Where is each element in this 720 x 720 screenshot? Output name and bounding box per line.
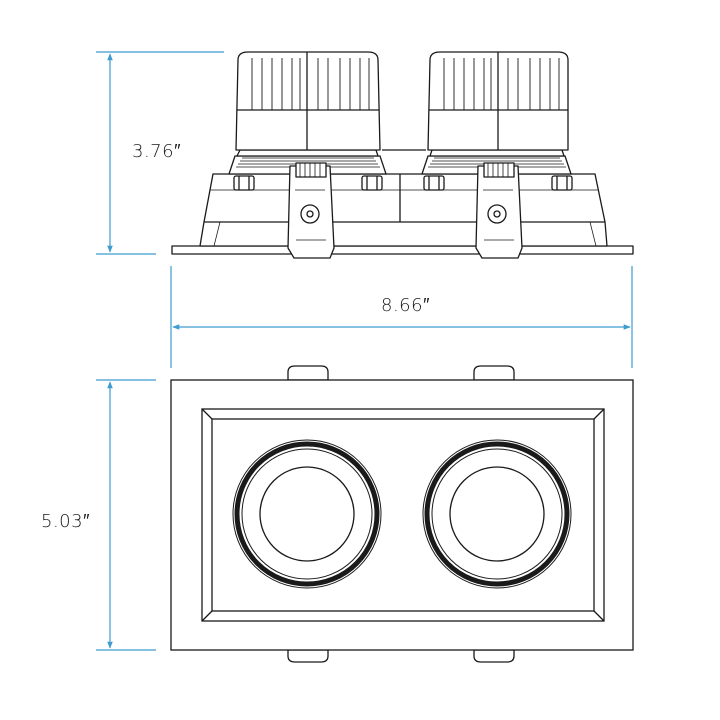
height-dimension-label: 3.76″ [132,141,181,162]
right-spring-clip [475,162,523,259]
top-tab-right [473,365,515,381]
side-elevation-view [171,51,634,259]
right-lens [422,439,572,589]
inner-bevel-outer [201,408,605,622]
width-dimension-label: 8.66″ [381,295,430,316]
bottom-tab-right [473,649,515,663]
left-lens [232,439,382,589]
housing-body [199,173,608,247]
front-face-view [170,365,634,663]
bottom-tab-left [287,649,329,663]
left-spring-clip [287,162,335,259]
inner-bevel-inner [211,418,595,612]
left-heat-sink [228,51,387,175]
trim-flange [171,245,634,255]
top-tab-left [287,365,329,381]
outer-trim [170,379,634,651]
right-heat-sink [421,51,572,175]
dimension-lines [96,51,633,651]
depth-dimension-label: 5.03″ [41,511,90,532]
housing-screws [233,175,573,191]
